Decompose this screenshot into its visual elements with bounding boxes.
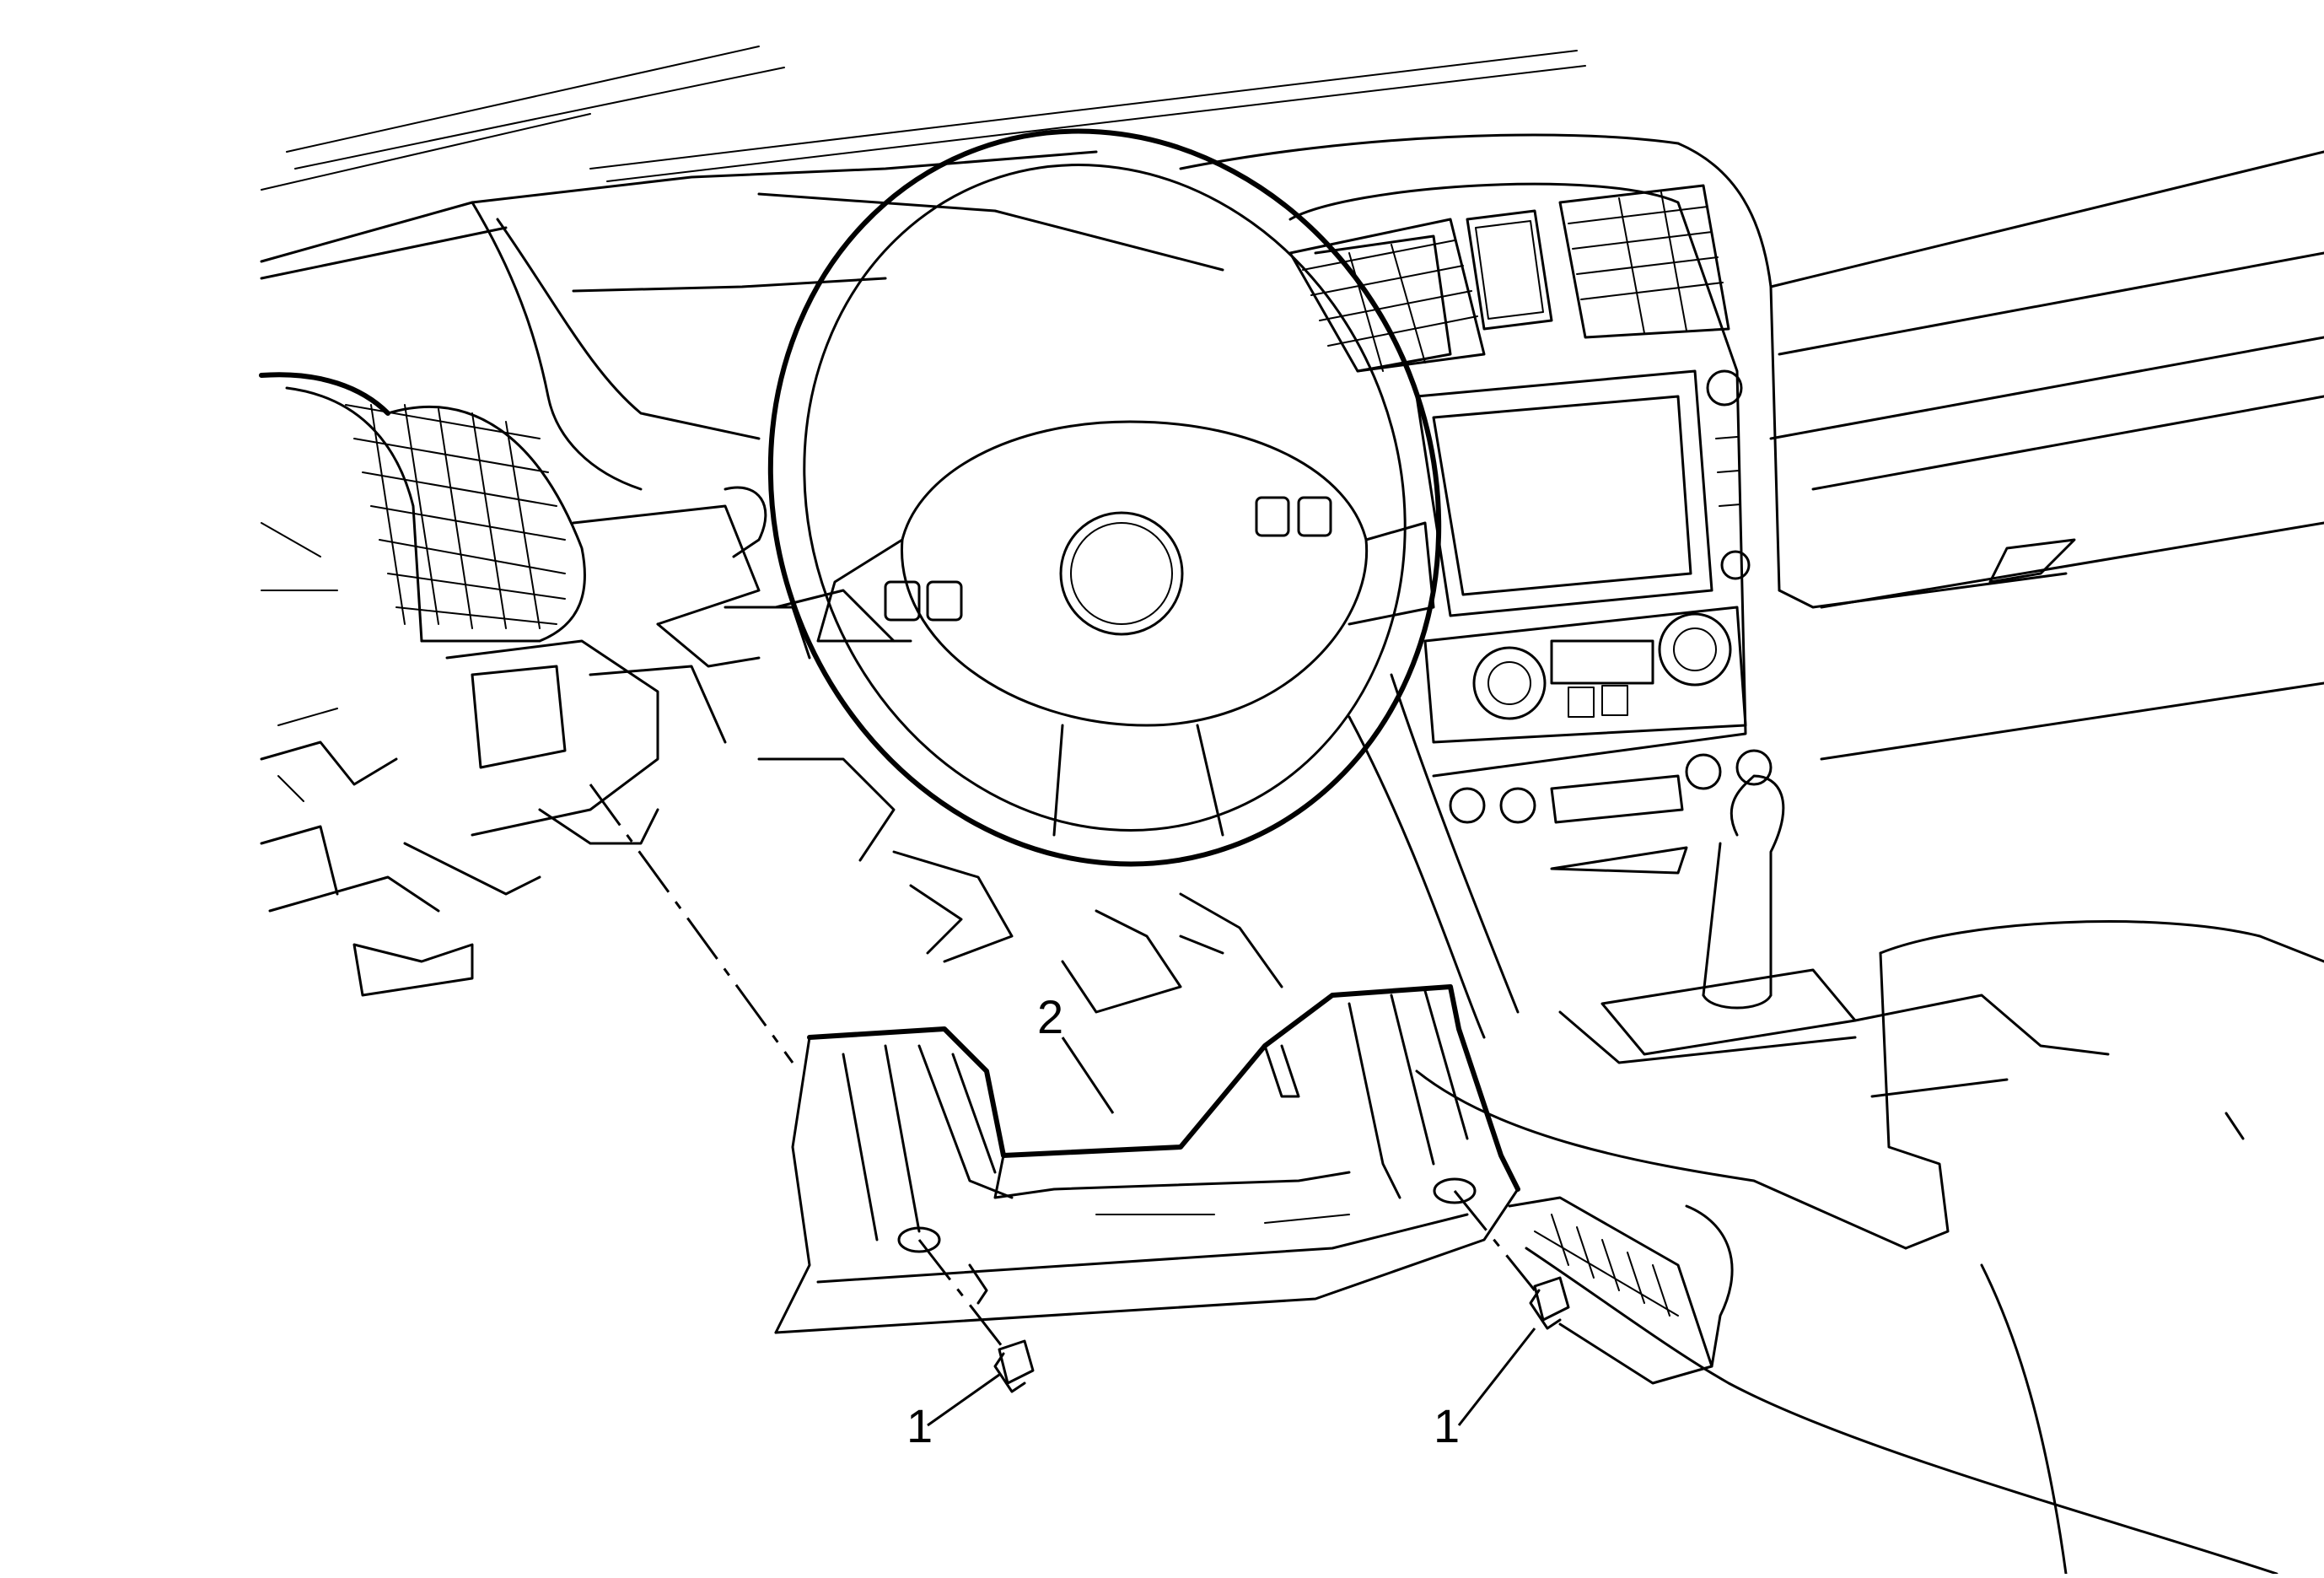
left-dash-vent xyxy=(259,372,811,997)
climate-panel xyxy=(1423,606,1773,875)
wheel-button-right-1 xyxy=(1255,496,1290,537)
fastener-right xyxy=(1529,1276,1570,1330)
steering-column xyxy=(724,486,1283,1014)
center-vent-left xyxy=(1288,218,1486,373)
callout-1-right: 1 xyxy=(1434,1399,1460,1452)
steering-wheel xyxy=(767,128,1442,867)
nav-screen xyxy=(1415,369,1751,617)
horn-emblem xyxy=(1059,511,1184,636)
wheel-button-right-2 xyxy=(1297,496,1332,537)
left-vent-grille xyxy=(345,404,566,629)
center-console xyxy=(1348,538,2324,1575)
callout-leaders xyxy=(927,1037,1536,1427)
lower-trim-right xyxy=(1508,1196,1713,1385)
callout-1-left: 1 xyxy=(906,1399,933,1452)
windshield-lines xyxy=(260,46,1586,280)
wheel-button-left-1 xyxy=(884,580,921,622)
center-vent-right xyxy=(1558,184,1730,339)
wheel-button-left-2 xyxy=(926,580,963,622)
dashboard-upper xyxy=(471,133,2324,761)
callout-2: 2 xyxy=(1037,990,1063,1043)
closeout-panel xyxy=(774,984,1520,1334)
alignment-lines xyxy=(589,784,1536,1354)
center-stack xyxy=(1288,182,1773,875)
center-display-small xyxy=(1466,209,1553,331)
fastener-left xyxy=(993,1339,1035,1393)
